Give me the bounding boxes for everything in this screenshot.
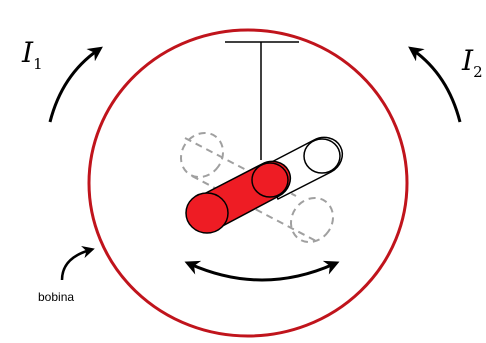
current-label-left: I1 bbox=[21, 36, 43, 73]
curved-arrow-up-right-icon bbox=[48, 46, 103, 123]
curved-pointer-arrow-icon bbox=[60, 246, 95, 281]
curved-arrow-up-left-icon bbox=[408, 46, 462, 123]
coil-label: bobina bbox=[38, 290, 74, 304]
coil-circle bbox=[87, 28, 409, 338]
current-label-right: I2 bbox=[461, 44, 483, 81]
double-headed-curved-arrow-icon bbox=[184, 260, 340, 282]
magnet-ghost bbox=[179, 131, 335, 244]
bar-magnet bbox=[185, 160, 292, 234]
